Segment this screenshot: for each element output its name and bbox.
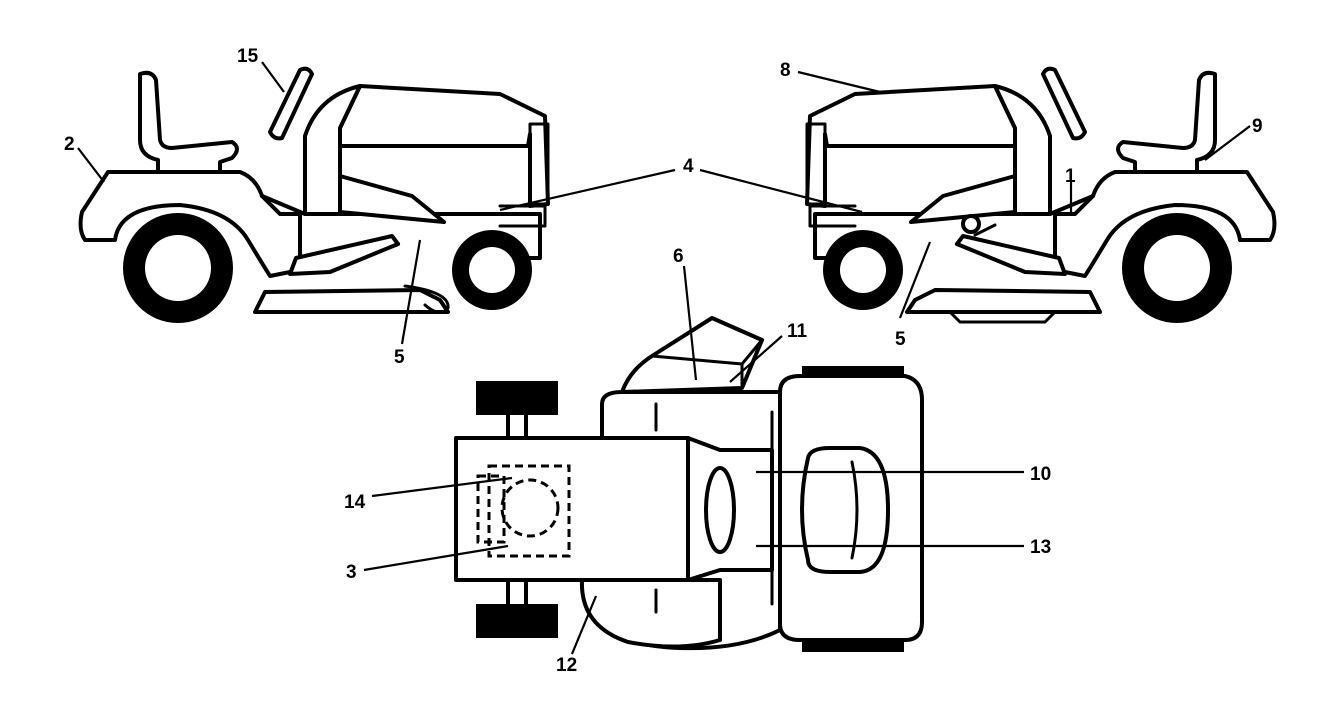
left-dash-tower <box>303 84 362 216</box>
callout-1: 1 <box>1065 166 1076 187</box>
callout-labels: 2 15 4 5 5 8 9 1 6 11 10 13 14 3 12 <box>64 46 1263 676</box>
callout-5-left: 5 <box>394 347 405 368</box>
leader-lines <box>77 61 1251 655</box>
top-front-tire-lower <box>802 640 904 652</box>
callout-2: 2 <box>64 134 75 155</box>
left-mower-deck <box>253 288 450 314</box>
callout-10: 10 <box>1030 464 1051 485</box>
callout-11: 11 <box>787 321 808 342</box>
top-rear-tire-lower <box>476 604 558 638</box>
tractor-left-side-view <box>78 66 550 323</box>
tractor-top-view <box>454 316 924 652</box>
top-engine-cover <box>800 446 890 574</box>
callout-3: 3 <box>346 562 357 583</box>
callout-14: 14 <box>344 492 366 513</box>
top-rear-fender <box>454 436 690 582</box>
top-decal-rect-outline <box>487 464 571 558</box>
callout-8: 8 <box>780 60 791 81</box>
left-steering-wheel <box>268 66 314 141</box>
tractor-right-side-view <box>805 66 1277 324</box>
top-discharge-chute <box>620 316 764 394</box>
callout-4: 4 <box>683 156 694 177</box>
callout-6: 6 <box>673 246 684 267</box>
top-rear-tire-upper <box>476 381 558 415</box>
left-footrest <box>288 234 400 276</box>
callout-13: 13 <box>1030 537 1051 558</box>
callout-15: 15 <box>237 46 259 67</box>
top-decal-circle-outline <box>500 478 560 538</box>
callout-9: 9 <box>1252 116 1263 137</box>
callout-5-right: 5 <box>895 329 906 350</box>
callout-12: 12 <box>556 655 577 676</box>
left-seat-back <box>138 70 239 174</box>
